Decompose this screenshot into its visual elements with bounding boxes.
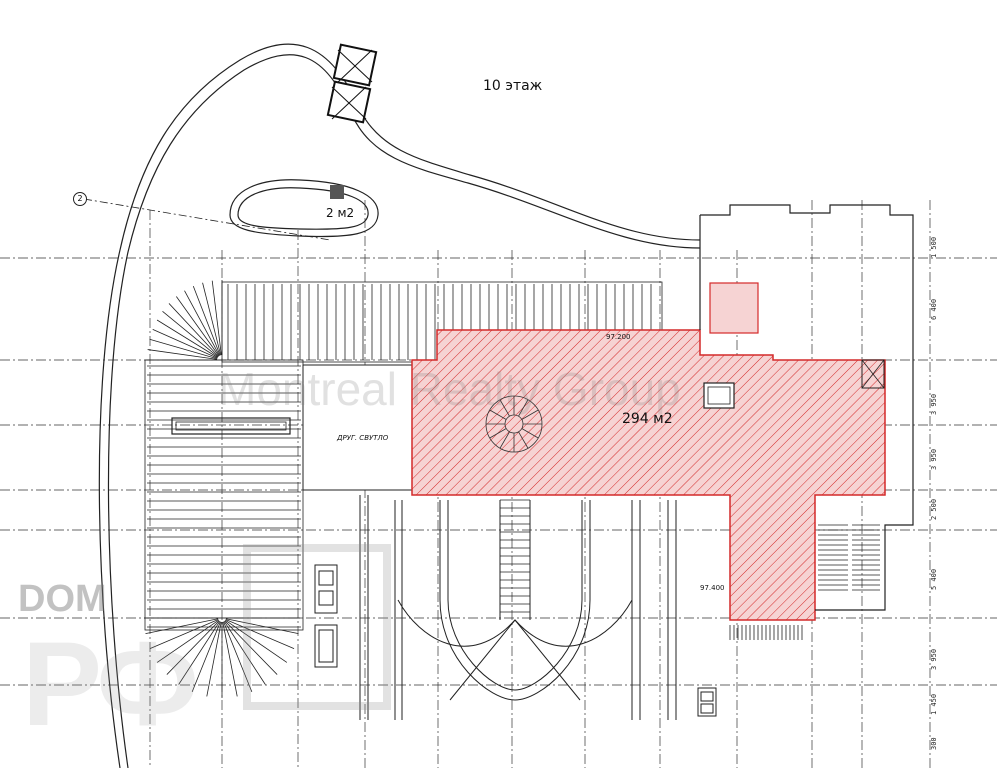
shaft-boxes: [326, 43, 378, 124]
right-stair: [818, 524, 880, 591]
double-height-room: [302, 364, 414, 491]
dimension-9: 300: [930, 737, 938, 750]
arch-stair: [500, 499, 530, 613]
curved-stair-bottom: [144, 617, 300, 698]
main-area-label: 294 м2: [622, 411, 673, 427]
lower-arches: [359, 495, 677, 720]
room-note-label: ДРУГ. СВУТЛО: [337, 434, 389, 442]
window-boxes: [314, 564, 717, 717]
wc-highlight: [709, 282, 759, 334]
dimension-7: 3 950: [930, 648, 938, 670]
level-mark-bottom: 97.400: [700, 584, 725, 592]
dimension-5: 2 500: [930, 498, 938, 520]
watermark-center: Montreal Realty Group: [218, 363, 681, 415]
small-area-label: 2 м2: [326, 206, 355, 220]
small-shaft-marker: [330, 185, 344, 199]
floor-label: 10 этаж: [483, 78, 543, 94]
dimension-1: 1 500: [930, 236, 938, 258]
level-mark-top: 97.200: [606, 333, 631, 341]
main-unit-highlight: [411, 329, 886, 621]
louver-left: [144, 359, 304, 631]
watermark-rf: РФ: [22, 617, 199, 751]
axis-line: [83, 198, 331, 241]
right-wing: [699, 204, 914, 611]
axis-marker: 2: [73, 192, 87, 206]
bottom-stair-bar: [729, 625, 803, 640]
dimension-3: 3 950: [930, 393, 938, 415]
dimension-4: 3 950: [930, 448, 938, 470]
louver-top: [221, 281, 663, 363]
dimension-2: 6 400: [930, 298, 938, 320]
dimension-8: 1 450: [930, 693, 938, 715]
internal-spiral-stair: [485, 395, 543, 453]
curved-stair-top: [147, 280, 223, 361]
dimension-6: 5 400: [930, 568, 938, 590]
watermark-dom: DOM: [18, 578, 107, 620]
watermark-frame: [243, 544, 391, 710]
terrace-outline: [98, 43, 701, 768]
